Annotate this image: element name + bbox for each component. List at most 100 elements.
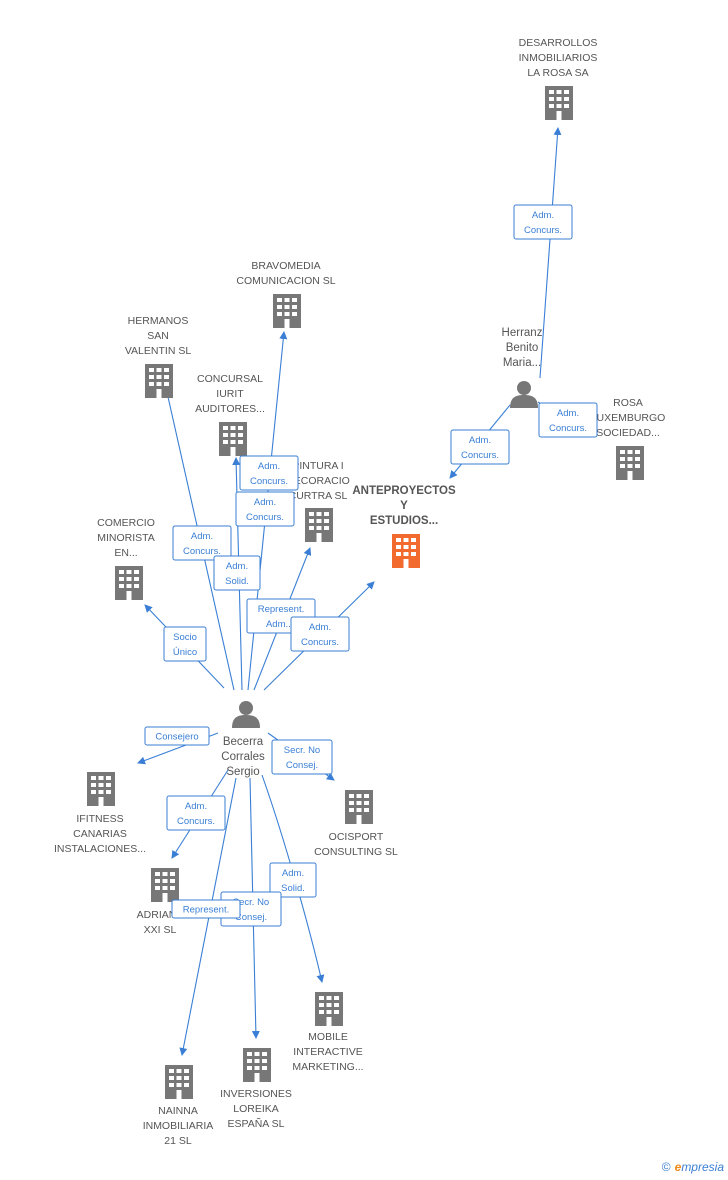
- company-node-comercio[interactable]: COMERCIOMINORISTAEN...: [97, 517, 155, 600]
- person-node-becerra[interactable]: Becerra Corrales Sergio: [221, 701, 265, 778]
- ocisport-building-icon: [345, 790, 373, 824]
- relation-badge-bravomedia[interactable]: Adm. Concurs.: [239, 455, 299, 491]
- relation-badge-desarrollos[interactable]: Adm.Concurs.: [513, 204, 573, 240]
- adriana-label-2: XXI SL: [144, 924, 177, 936]
- nainna-building-icon: [165, 1065, 193, 1099]
- bravomedia-label-2: COMUNICACION SL: [236, 275, 335, 287]
- copyright-symbol: ©: [661, 1160, 671, 1174]
- ifitness-label-3: INSTALACIONES...: [54, 843, 146, 855]
- badge-text: Concurs.: [524, 225, 562, 236]
- desarrollos-label-2: INMOBILIARIOS: [519, 52, 598, 64]
- bravomedia-label-1: BRAVOMEDIA: [251, 260, 320, 272]
- badge-box: [290, 616, 350, 652]
- badge-text: Concurs.: [461, 450, 499, 461]
- herranz-label-1: Herranz: [502, 327, 543, 339]
- badge-text: Socio: [173, 632, 197, 643]
- herranz-person-icon: [510, 381, 538, 408]
- badge-text: Adm.: [185, 801, 207, 812]
- nainna-label-3: 21 SL: [164, 1135, 192, 1147]
- herranz-label-2: Benito: [506, 342, 539, 354]
- badge-box: [144, 726, 210, 746]
- inversiones-label-2: LOREIKA: [233, 1103, 279, 1115]
- inversiones-label-1: INVERSIONES: [220, 1088, 292, 1100]
- ifitness-building-icon: [87, 772, 115, 806]
- ifitness-label-2: CANARIAS: [73, 828, 127, 840]
- center-company-label-2: Y: [400, 500, 408, 512]
- brand-name: mpresia: [681, 1160, 724, 1174]
- badge-text: Represent.: [258, 604, 304, 615]
- center-company-label-1: ANTEPROYECTOS: [352, 485, 456, 497]
- relation-badge-consejero[interactable]: Consejero: [144, 726, 210, 746]
- desarrollos-label-3: LA ROSA SA: [527, 67, 588, 79]
- badge-text: Concurs.: [301, 637, 339, 648]
- relation-badge-adriana[interactable]: Adm.Concurs.: [166, 795, 226, 831]
- company-nodes: DESARROLLOS INMOBILIARIOS LA ROSA SA BRAVOM…: [54, 37, 665, 1147]
- company-node-desarrollos[interactable]: DESARROLLOS INMOBILIARIOS LA ROSA SA: [519, 37, 598, 120]
- mobile-label-1: MOBILE: [308, 1031, 348, 1043]
- company-node-ifitness[interactable]: IFITNESS CANARIAS INSTALACIONES...: [54, 772, 146, 855]
- badge-box: [271, 739, 333, 775]
- center-company-label-3: ESTUDIOS...: [370, 515, 438, 527]
- hermanos-building-icon: [145, 364, 173, 398]
- company-node-concursal[interactable]: CONCURSAL IURIT AUDITORES...: [195, 373, 265, 456]
- badge-text: Concurs.: [549, 423, 587, 434]
- center-company-node[interactable]: ANTEPROYECTOS Y ESTUDIOS...: [352, 485, 456, 568]
- badge-text: Concurs.: [250, 476, 288, 487]
- badge-text: Único: [173, 647, 197, 658]
- badge-text: Consej.: [235, 912, 267, 923]
- relation-badge-nainna[interactable]: Represent.: [171, 899, 241, 919]
- ocisport-label-1: OCISPORT: [329, 831, 384, 843]
- concursal-label-2: IURIT: [216, 388, 244, 400]
- company-node-mobile[interactable]: MOBILE INTERACTIVE MARKETING...: [292, 992, 364, 1073]
- comercio-label-2: MINORISTA: [97, 532, 155, 544]
- relation-badge-hermanos[interactable]: Adm.Concurs.: [172, 525, 232, 561]
- badge-text: Adm.: [557, 408, 579, 419]
- relation-badge-solid[interactable]: Adm.Solid.: [213, 555, 261, 591]
- concursal-label-1: CONCURSAL: [197, 373, 263, 385]
- mobile-label-2: INTERACTIVE: [293, 1046, 362, 1058]
- relation-badge-ocisport[interactable]: Secr. No Consej.: [271, 739, 333, 775]
- hermanos-label-3: VALENTIN SL: [125, 345, 191, 357]
- hermanos-label-1: HERMANOS: [128, 315, 189, 327]
- company-node-bravomedia[interactable]: BRAVOMEDIA COMUNICACION SL: [236, 260, 336, 328]
- footer-brand[interactable]: ©empresia: [662, 1160, 724, 1174]
- relation-badge-concursal[interactable]: Adm.Concurs.: [235, 491, 295, 527]
- badge-box: [269, 862, 317, 898]
- rosa-label-3: SOCIEDAD...: [596, 427, 660, 439]
- center-building-icon: [392, 534, 420, 568]
- desarrollos-label-1: DESARROLLOS: [519, 37, 598, 49]
- badge-text: Adm.: [282, 868, 304, 879]
- relation-badge-herranz-rosa[interactable]: Adm. Concurs.: [538, 402, 598, 438]
- company-node-inversiones[interactable]: INVERSIONES LOREIKA ESPAÑA SL: [220, 1048, 292, 1130]
- inversiones-label-3: ESPAÑA SL: [227, 1117, 284, 1130]
- badge-text: Consej.: [286, 760, 318, 771]
- concursal-building-icon: [219, 422, 247, 456]
- rosa-label-2: LUXEMBURGO: [591, 412, 666, 424]
- badge-text: Adm.: [258, 461, 280, 472]
- relation-badge-center[interactable]: Adm.Concurs.: [290, 616, 350, 652]
- badge-box: [171, 899, 241, 919]
- badge-box: [513, 204, 573, 240]
- concursal-label-3: AUDITORES...: [195, 403, 265, 415]
- badge-text: Concurs.: [183, 546, 221, 557]
- badge-box: [166, 795, 226, 831]
- badge-text: Secr. No: [284, 745, 320, 756]
- company-node-rosa[interactable]: ROSA LUXEMBURGO SOCIEDAD...: [591, 397, 666, 480]
- pintura-label-1: PINTURA I: [292, 460, 343, 472]
- herranz-label-3: Maria...: [503, 357, 541, 369]
- rosa-label-1: ROSA: [613, 397, 643, 409]
- badge-box: [163, 626, 207, 662]
- mobile-label-3: MARKETING...: [292, 1061, 363, 1073]
- person-node-herranz[interactable]: Herranz Benito Maria...: [502, 327, 543, 408]
- bravomedia-building-icon: [273, 294, 301, 328]
- inversiones-building-icon: [243, 1048, 271, 1082]
- relation-badge-mobile[interactable]: Adm.Solid.: [269, 862, 317, 898]
- edge-herranz-desarrollos: [539, 127, 562, 379]
- relation-badge-herranz-center[interactable]: Adm.Concurs.: [450, 429, 510, 465]
- ifitness-label-1: IFITNESS: [76, 813, 123, 825]
